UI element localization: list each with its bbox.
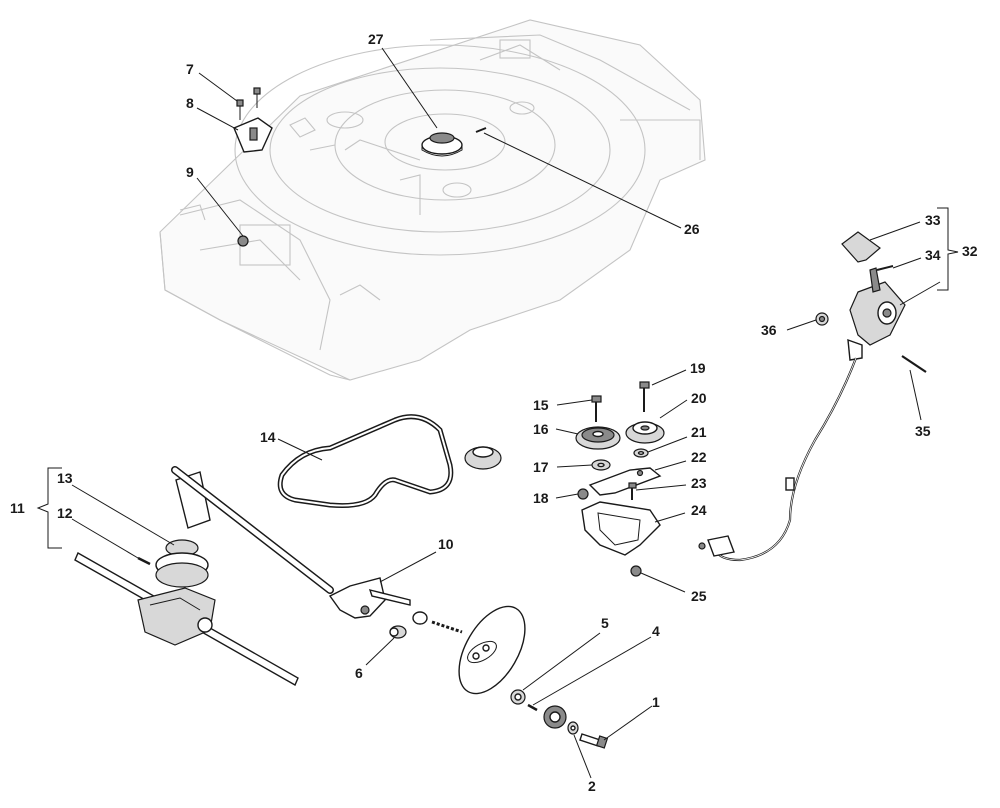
drive-pinion	[543, 705, 567, 729]
part-1-screw	[579, 733, 609, 749]
callout-25: 25	[691, 588, 707, 604]
part-33-lever-grip	[841, 231, 881, 263]
callout-32: 32	[962, 243, 978, 259]
callout-27: 27	[368, 31, 384, 47]
part-19-bolt	[639, 381, 650, 412]
callout-5: 5	[601, 615, 609, 631]
part-26-key	[475, 127, 487, 133]
part-25-nut	[630, 565, 642, 577]
part-6-bushing	[389, 625, 407, 639]
part-18-nut	[577, 488, 589, 500]
callout-33: 33	[925, 212, 941, 228]
callout-36: 36	[761, 322, 777, 338]
part-16-pulley	[575, 426, 621, 450]
part-35-screw	[901, 355, 927, 373]
part-2-washer	[567, 721, 579, 735]
part-27-deck-pulley	[421, 132, 463, 157]
part-22-plate	[588, 467, 662, 496]
control-cable	[698, 357, 858, 562]
wheel-bearing-set	[412, 611, 463, 634]
callout-9: 9	[186, 164, 194, 180]
part-14-drive-belt	[277, 414, 454, 508]
wheel-disc	[458, 605, 526, 695]
part-9-nut	[237, 235, 249, 247]
part-17-washer	[591, 459, 611, 471]
callout-24: 24	[691, 502, 707, 518]
part-5-washer	[510, 689, 526, 705]
callout-34: 34	[925, 247, 941, 263]
callout-labels: 27 7 8 9 26 33 34 32 36 35 19 15 20 16 2…	[10, 31, 978, 794]
callout-7: 7	[186, 61, 194, 77]
part-12-key	[137, 556, 151, 566]
callout-4: 4	[652, 623, 660, 639]
callout-16: 16	[533, 421, 549, 437]
part-8-bracket	[233, 117, 273, 153]
callout-11: 11	[10, 500, 25, 516]
part-13-gearbox-pulley	[155, 539, 209, 588]
callout-8: 8	[186, 95, 194, 111]
callout-17: 17	[533, 459, 549, 475]
leader-lines	[36, 47, 959, 779]
callout-14: 14	[260, 429, 276, 445]
callout-26: 26	[684, 221, 700, 237]
callout-18: 18	[533, 490, 549, 506]
callout-10: 10	[438, 536, 454, 552]
callout-13: 13	[57, 470, 73, 486]
callout-1: 1	[652, 694, 660, 710]
callout-35: 35	[915, 423, 931, 439]
callout-2: 2	[588, 778, 596, 794]
part-32-control-lever	[847, 267, 906, 361]
part-4-pin	[527, 703, 538, 712]
mower-deck-outline	[159, 19, 706, 381]
callout-12: 12	[57, 505, 73, 521]
callout-19: 19	[690, 360, 706, 376]
belt-guide-pulley	[464, 446, 502, 470]
callout-21: 21	[691, 424, 707, 440]
callout-20: 20	[691, 390, 707, 406]
callout-6: 6	[355, 665, 363, 681]
part-10-bracket	[328, 577, 411, 619]
callout-22: 22	[691, 449, 707, 465]
callout-15: 15	[533, 397, 549, 413]
callout-23: 23	[691, 475, 707, 491]
part-23-bolt	[628, 482, 637, 500]
gearbox-housing	[137, 587, 216, 646]
part-21-washer	[633, 448, 649, 458]
part-34-screw	[876, 265, 894, 271]
part-36-nut	[815, 312, 829, 326]
part-20-pulley	[625, 421, 665, 444]
part-24-mounting-plate	[581, 501, 661, 556]
part-15-bolt	[591, 395, 602, 422]
part-7-bolts	[236, 87, 261, 120]
